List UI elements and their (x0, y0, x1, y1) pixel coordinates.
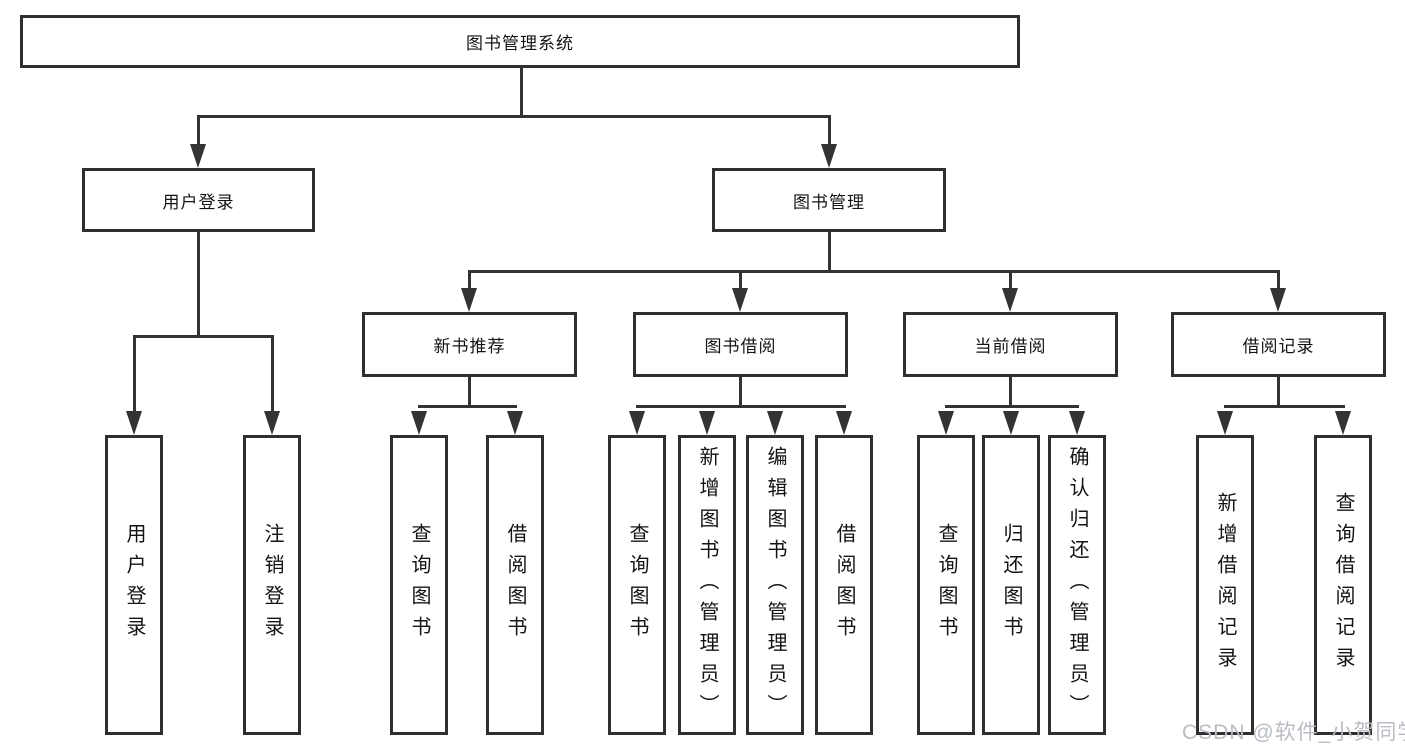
node-new-book-recommend: 新书推荐 (362, 312, 577, 377)
arrowhead-down-icon (190, 144, 206, 168)
connector-vline (739, 377, 742, 408)
leaf-nb-query-books: 查询图书 (390, 435, 448, 735)
node-root: 图书管理系统 (20, 15, 1020, 68)
leaf-bb-query-books-label: 查询图书 (626, 523, 648, 647)
connector-hline (1224, 405, 1345, 408)
arrowhead-down-icon (1335, 411, 1351, 435)
connector-vline (197, 232, 200, 335)
arrowhead-down-icon (629, 411, 645, 435)
arrowhead-down-icon (1069, 411, 1085, 435)
arrowhead-down-icon (126, 411, 142, 435)
connector-vline (468, 377, 471, 408)
connector-vline (828, 232, 831, 270)
leaf-br-add-record-label: 新增借阅记录 (1214, 492, 1236, 678)
leaf-cb-confirm-return-admin-label: 确认归还（管理员） (1066, 445, 1088, 725)
connector-vline (468, 270, 471, 292)
arrowhead-down-icon (1002, 288, 1018, 312)
leaf-user-login-label: 用户登录 (123, 523, 145, 647)
leaf-cb-confirm-return-admin: 确认归还（管理员） (1048, 435, 1106, 735)
arrowhead-down-icon (699, 411, 715, 435)
connector-hline (133, 335, 274, 338)
csdn-watermark: CSDN @软件_小贺同学 (1182, 721, 1405, 744)
leaf-bb-add-books-admin-label: 新增图书（管理员） (696, 445, 718, 725)
arrowhead-down-icon (461, 288, 477, 312)
arrowhead-down-icon (411, 411, 427, 435)
arrowhead-down-icon (1270, 288, 1286, 312)
leaf-cb-return-books-label: 归还图书 (1000, 523, 1022, 647)
node-book-management-label: 图书管理 (793, 192, 865, 212)
node-book-borrow: 图书借阅 (633, 312, 848, 377)
node-current-borrow: 当前借阅 (903, 312, 1118, 377)
connector-hline (636, 405, 846, 408)
connector-hline (468, 270, 1280, 273)
connector-vline (1277, 377, 1280, 408)
connector-hline (197, 115, 831, 118)
leaf-cb-query-books: 查询图书 (917, 435, 975, 735)
node-borrow-records: 借阅记录 (1171, 312, 1386, 377)
arrowhead-down-icon (836, 411, 852, 435)
node-user-login-label: 用户登录 (162, 192, 235, 212)
node-book-management: 图书管理 (712, 168, 946, 232)
node-borrow-records-label: 借阅记录 (1242, 337, 1315, 356)
leaf-bb-edit-books-admin-label: 编辑图书（管理员） (764, 445, 786, 725)
leaf-br-query-record-label: 查询借阅记录 (1332, 492, 1354, 678)
arrowhead-down-icon (821, 144, 837, 168)
leaf-bb-add-books-admin: 新增图书（管理员） (678, 435, 736, 735)
leaf-logout-label: 注销登录 (261, 523, 283, 647)
arrowhead-down-icon (507, 411, 523, 435)
arrowhead-down-icon (264, 411, 280, 435)
leaf-br-query-record: 查询借阅记录 (1314, 435, 1372, 735)
connector-vline (520, 68, 523, 115)
connector-vline (133, 335, 136, 415)
node-current-borrow-label: 当前借阅 (974, 337, 1047, 356)
connector-vline (1009, 377, 1012, 408)
leaf-bb-borrow-books-label: 借阅图书 (833, 523, 855, 647)
leaf-nb-query-books-label: 查询图书 (408, 523, 430, 647)
arrowhead-down-icon (1217, 411, 1233, 435)
node-new-book-recommend-label: 新书推荐 (433, 337, 506, 356)
connector-hline (418, 405, 517, 408)
leaf-user-login: 用户登录 (105, 435, 163, 735)
connector-vline (739, 270, 742, 292)
connector-vline (1009, 270, 1012, 292)
leaf-bb-query-books: 查询图书 (608, 435, 666, 735)
leaf-nb-borrow-books-label: 借阅图书 (504, 523, 526, 647)
arrowhead-down-icon (1003, 411, 1019, 435)
arrowhead-down-icon (938, 411, 954, 435)
leaf-cb-return-books: 归还图书 (982, 435, 1040, 735)
connector-vline (1277, 270, 1280, 292)
connector-hline (945, 405, 1079, 408)
node-root-label: 图书管理系统 (466, 34, 574, 53)
leaf-bb-edit-books-admin: 编辑图书（管理员） (746, 435, 804, 735)
leaf-bb-borrow-books: 借阅图书 (815, 435, 873, 735)
arrowhead-down-icon (732, 288, 748, 312)
arrowhead-down-icon (767, 411, 783, 435)
connector-vline (197, 115, 200, 150)
leaf-cb-query-books-label: 查询图书 (935, 523, 957, 647)
connector-vline (828, 115, 831, 150)
leaf-br-add-record: 新增借阅记录 (1196, 435, 1254, 735)
node-user-login: 用户登录 (82, 168, 315, 232)
leaf-nb-borrow-books: 借阅图书 (486, 435, 544, 735)
node-book-borrow-label: 图书借阅 (704, 337, 777, 356)
connector-vline (271, 335, 274, 415)
leaf-logout: 注销登录 (243, 435, 301, 735)
